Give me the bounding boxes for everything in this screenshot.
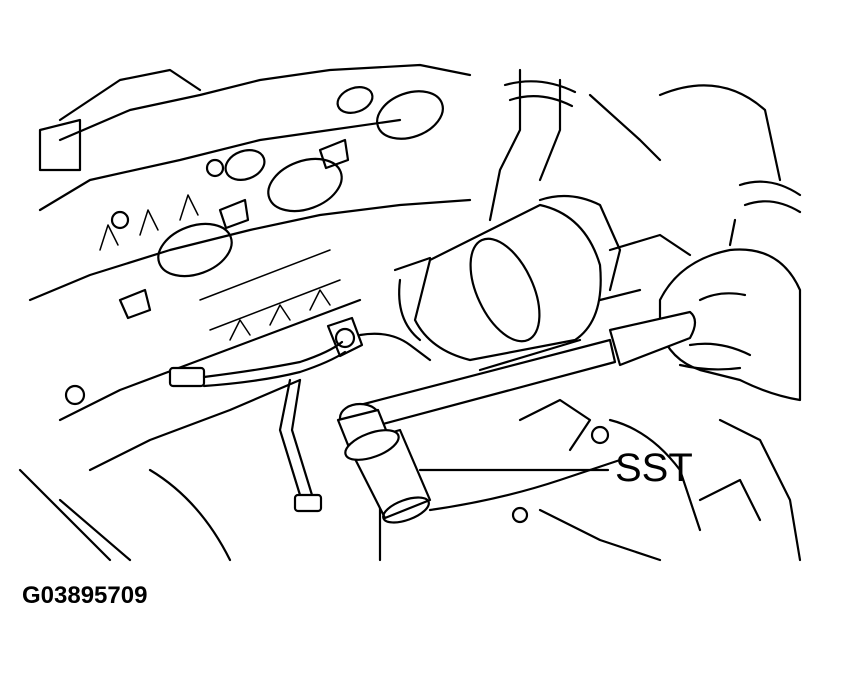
cylinder-head	[18, 63, 472, 562]
sst-callout-label: SST	[615, 446, 693, 490]
hand	[658, 248, 802, 402]
sst-socket	[336, 408, 432, 524]
head-ribs	[99, 194, 341, 341]
hoses	[488, 68, 802, 247]
lower-block	[148, 398, 802, 562]
sensor-harness	[168, 316, 432, 513]
manifold-ports	[64, 86, 444, 406]
figure-id: G03895709	[22, 582, 148, 609]
starter-motor	[393, 194, 692, 382]
